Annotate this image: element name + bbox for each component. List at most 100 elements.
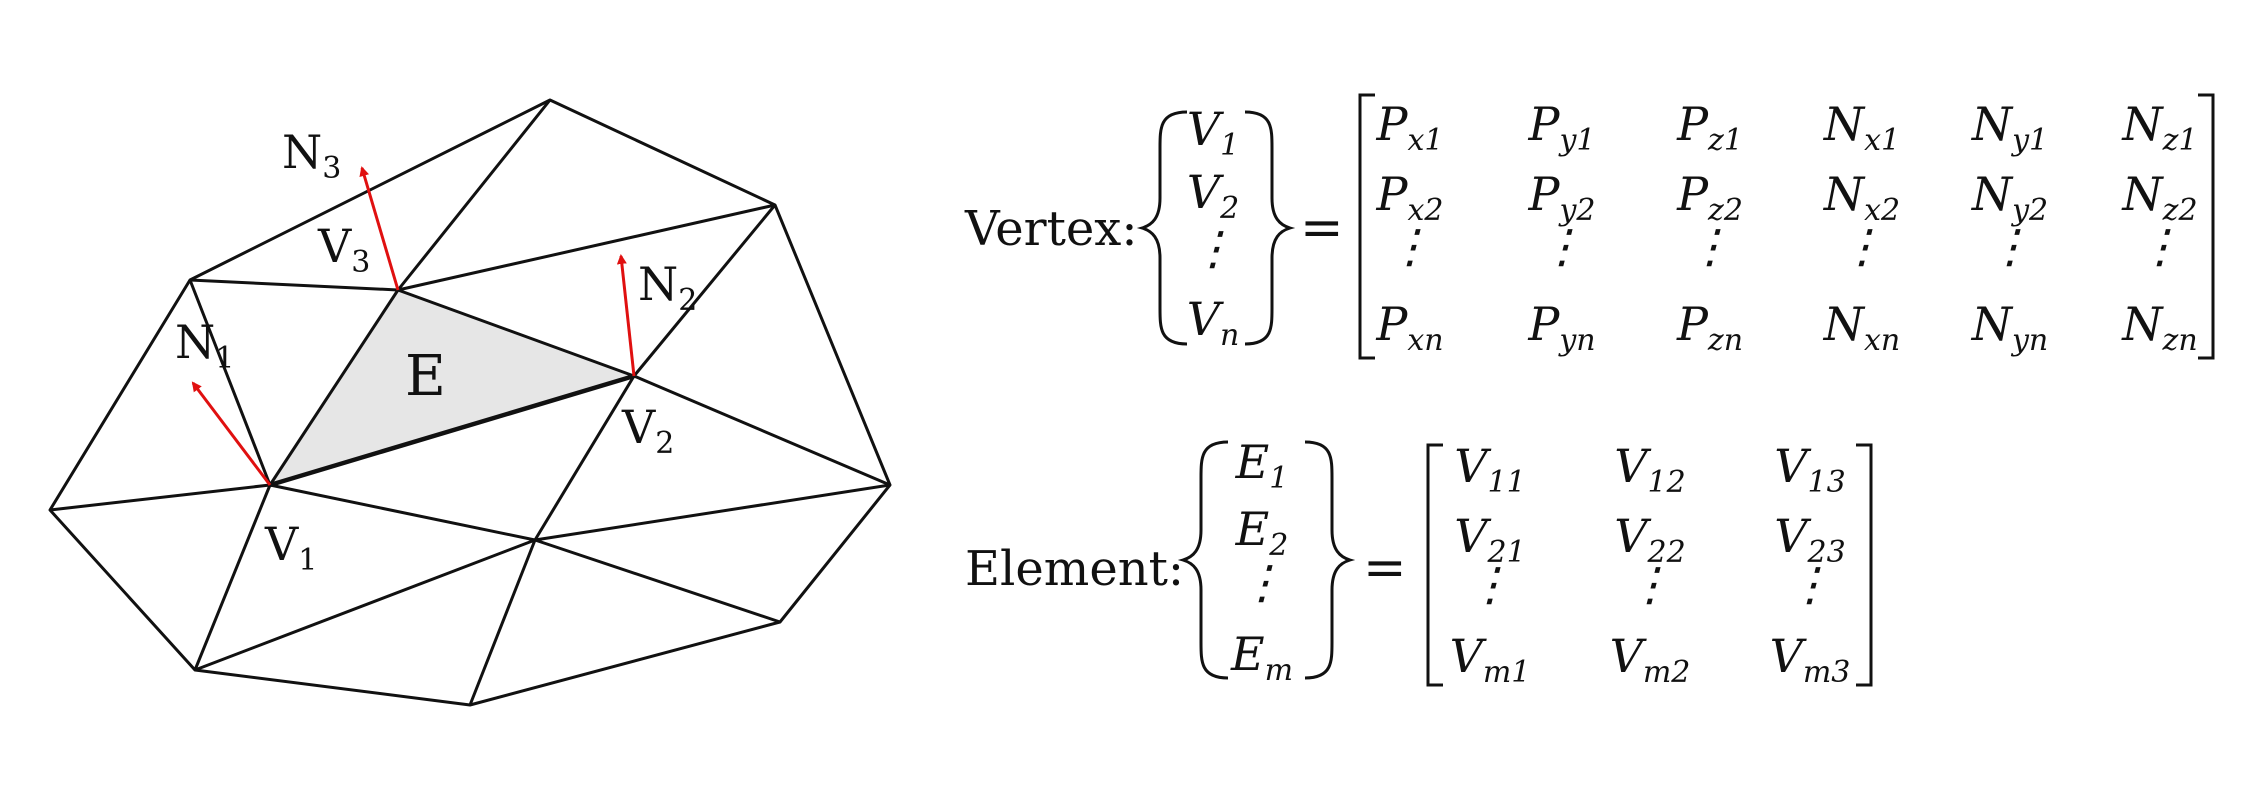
vertex-matrix-cell-subscript: xn (1864, 323, 1900, 358)
vertex-normals (191, 166, 636, 486)
vertex-lhs-left-brace (1136, 110, 1188, 346)
vertex-lhs-entry-subscript: n (1220, 318, 1239, 353)
vertex-matrix-cell: Py1 (1528, 97, 1596, 158)
vertex-matrix-cell: Nz1 (2121, 97, 2197, 158)
vertex-matrix-cell-base: P (1528, 167, 1561, 221)
vertex-matrix-cell-subscript: y1 (2010, 123, 2048, 158)
mesh-edge (268, 289, 400, 486)
element-matrix-cell-base: V (1770, 629, 1808, 683)
vertex-matrix-cell: Nyn (1971, 297, 2049, 358)
vertex-matrix-cell-base: P (1528, 97, 1561, 151)
triangle-mesh (48, 98, 892, 707)
vertex-matrix-cell-base: N (2121, 167, 2164, 221)
element-matrix-cell: Vm1 (1450, 629, 1531, 690)
mesh-edge (534, 538, 781, 624)
element-matrix-cell: V21 (1454, 509, 1525, 570)
mesh-edge (397, 288, 635, 378)
element-matrix-cell: Vm3 (1770, 629, 1851, 690)
mesh-edge (396, 99, 552, 291)
element-matrix-cell-base: V (1774, 439, 1812, 493)
vertex-lhs-entry-subscript: 1 (1220, 128, 1239, 163)
vertex-matrix-cell: ⋮ (1387, 219, 1433, 273)
element-lhs-entry: E1 (1235, 435, 1289, 496)
vertex-label-v2: V2 (621, 400, 674, 461)
vertex-matrix-cell: Pz2 (1676, 167, 1743, 228)
element-matrix-cell: Vm2 (1610, 629, 1691, 690)
vertex-matrix-cell-base: N (1971, 97, 2014, 151)
normal-label-n3: N3 (282, 125, 341, 186)
vertex-matrix-cell-base: ⋮ (1687, 219, 1733, 273)
element-lhs-entry: E2 (1235, 502, 1289, 563)
vertex-matrix-cell-base: P (1376, 167, 1409, 221)
normal-arrow-n2 (616, 254, 636, 377)
vertex-matrix-cell-subscript: zn (1707, 323, 1743, 358)
vertex-matrix-cell-base: N (1971, 297, 2014, 351)
normal-label-n1: N1 (175, 315, 234, 376)
element-matrix-cell: V23 (1774, 509, 1845, 570)
vertex-matrix-cell-base: P (1527, 297, 1560, 351)
element-lhs-entry-subscript: m (1265, 653, 1293, 688)
element-matrix-cell-base: V (1454, 439, 1492, 493)
vertex-matrix-cell: Py2 (1528, 167, 1596, 228)
vertex-matrix-cell: ⋮ (1839, 219, 1885, 273)
vertex-lhs-entry: V1 (1187, 102, 1239, 163)
vertex-matrix-cell-base: N (1823, 97, 1866, 151)
vertex-matrix-cell: Nzn (2121, 297, 2197, 358)
vertex-matrix-cell: Nz2 (2121, 167, 2197, 228)
vertex-matrix-cell: Ny1 (1971, 97, 2048, 158)
vertex-matrix-cell: Pxn (1375, 297, 1443, 358)
element-lhs-entry-base: E (1235, 435, 1270, 489)
vertex-lhs-entry-base: V (1187, 102, 1225, 156)
vertex-matrix-cell: Px1 (1376, 97, 1444, 158)
vertex-matrix-cell: ⋮ (1987, 219, 2033, 273)
mesh-edge (189, 278, 399, 292)
vertex-matrix-cell-base: P (1676, 297, 1709, 351)
vertex-matrix-cell-subscript: yn (2010, 323, 2048, 358)
element-matrix-cell-base: ⋮ (1787, 557, 1833, 611)
element-matrix-right-bracket (1856, 443, 1873, 687)
vertex-matrix-cell: Nx2 (1823, 167, 1900, 228)
vertex-matrix-cell-base: P (1376, 97, 1409, 151)
vertex-lhs-entry: V2 (1187, 165, 1239, 226)
vertex-matrix-cell-base: ⋮ (1987, 219, 2033, 273)
vertex-equals-sign: = (1300, 198, 1344, 258)
vertex-matrix-cell: Px2 (1376, 167, 1444, 228)
vertex-matrix-cell-base: P (1676, 97, 1709, 151)
vertex-lhs-right-brace (1244, 110, 1296, 346)
element-matrix-cell-subscript: m2 (1643, 655, 1691, 690)
element-matrix-cell: V22 (1614, 509, 1685, 570)
vertex-matrix-cell: ⋮ (2137, 219, 2183, 273)
element-matrix-cell: V13 (1774, 439, 1845, 500)
vertex-matrix-right-bracket (2198, 93, 2215, 360)
element-matrix-cell-subscript: 11 (1488, 465, 1526, 500)
vertex-matrix-cell-subscript: x2 (1407, 193, 1443, 228)
vertex-lhs-entry: ⋮ (1190, 221, 1236, 275)
normal-arrow-n3 (359, 166, 400, 291)
mesh-edge (188, 279, 272, 486)
mesh-edge (397, 203, 776, 292)
vertex-matrix-cell: Pzn (1676, 297, 1743, 358)
vertex-matrix-cell-subscript: x1 (1864, 123, 1900, 158)
vertex-matrix-cell-base: N (1971, 167, 2014, 221)
vertex-matrix-cell-base: ⋮ (1387, 219, 1433, 273)
element-matrix-cell-base: V (1454, 509, 1492, 563)
vertex-matrix-cell-subscript: xn (1407, 323, 1443, 358)
element-lhs-right-brace (1304, 440, 1356, 680)
element-lhs-entry-subscript: 2 (1268, 528, 1288, 563)
element-matrix-cell-subscript: 23 (1807, 535, 1846, 570)
vertex-matrix-cell: Ny2 (1971, 167, 2048, 228)
element-matrix-cell-base: ⋮ (1467, 557, 1513, 611)
mesh-edge (49, 483, 271, 512)
vertex-matrix-cell: ⋮ (1687, 219, 1733, 273)
element-matrix-cell: V12 (1614, 439, 1685, 500)
element-equals-sign: = (1363, 538, 1407, 598)
mesh-edge (193, 484, 272, 671)
vertex-matrix-cell-subscript: z1 (2162, 123, 2198, 158)
element-matrix-cell-subscript: m1 (1483, 655, 1531, 690)
vertex-label-v3: V3 (317, 219, 370, 280)
element-label-e: E (405, 344, 446, 409)
element-matrix-cell-base: V (1774, 509, 1812, 563)
